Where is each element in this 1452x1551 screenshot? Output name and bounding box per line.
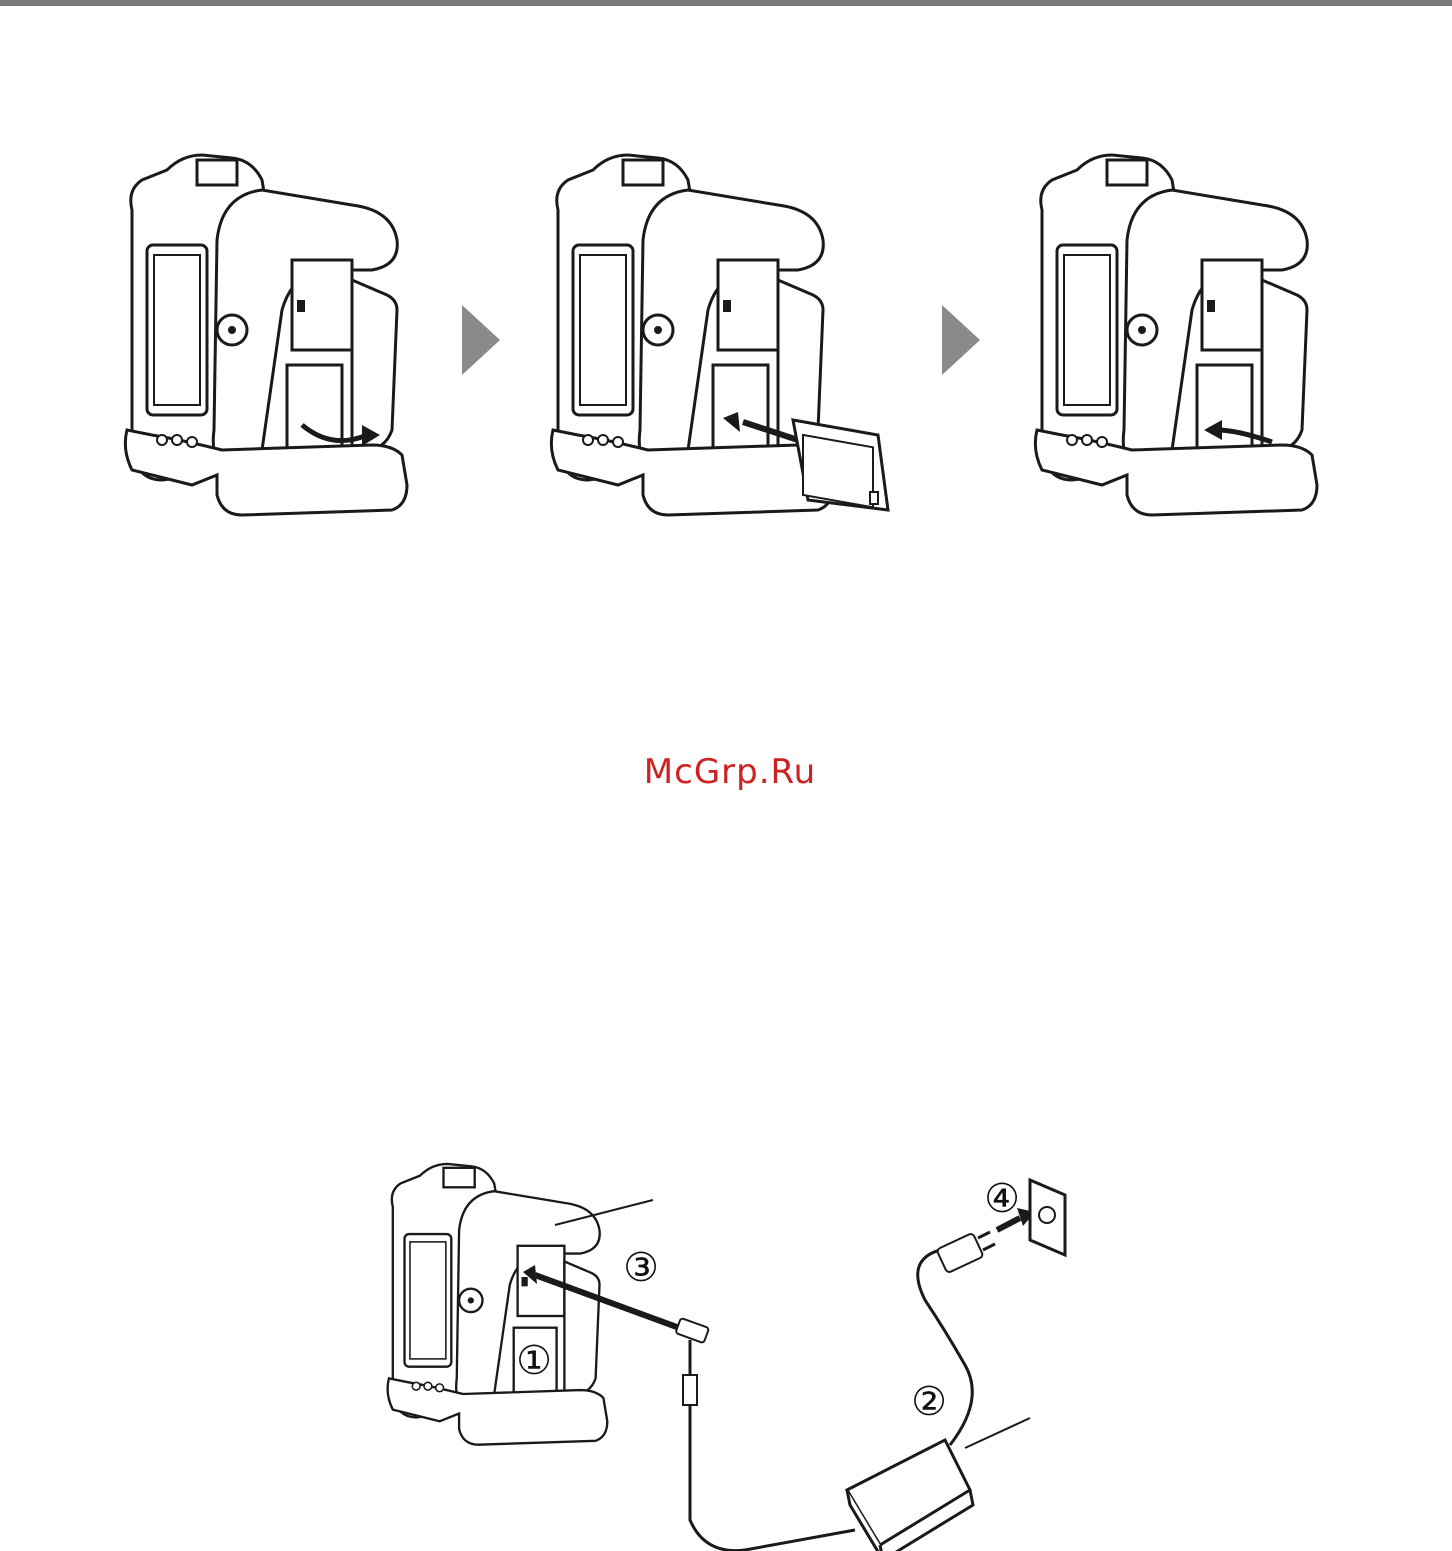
figure-ac-adapter-connection — [385, 1160, 1065, 1550]
dc-plug — [675, 1318, 709, 1343]
wall-outlet — [1030, 1180, 1065, 1255]
step-label-3: ③ — [622, 1249, 660, 1287]
battery-pack — [793, 420, 888, 510]
step-label-4: ④ — [983, 1180, 1021, 1218]
chevron-right-icon — [942, 305, 982, 375]
watermark: McGrp.Ru — [600, 752, 860, 792]
chevron-right-icon — [462, 305, 502, 375]
step-label-2: ② — [910, 1383, 948, 1421]
figure-close-battery-cover — [1032, 150, 1322, 520]
figure-insert-battery — [548, 150, 898, 520]
step-label-1: ① — [515, 1342, 553, 1380]
ac-plug — [936, 1232, 995, 1273]
ac-adapter — [847, 1440, 973, 1551]
figure-open-battery-cover — [122, 150, 412, 520]
header-bar — [0, 0, 1452, 6]
